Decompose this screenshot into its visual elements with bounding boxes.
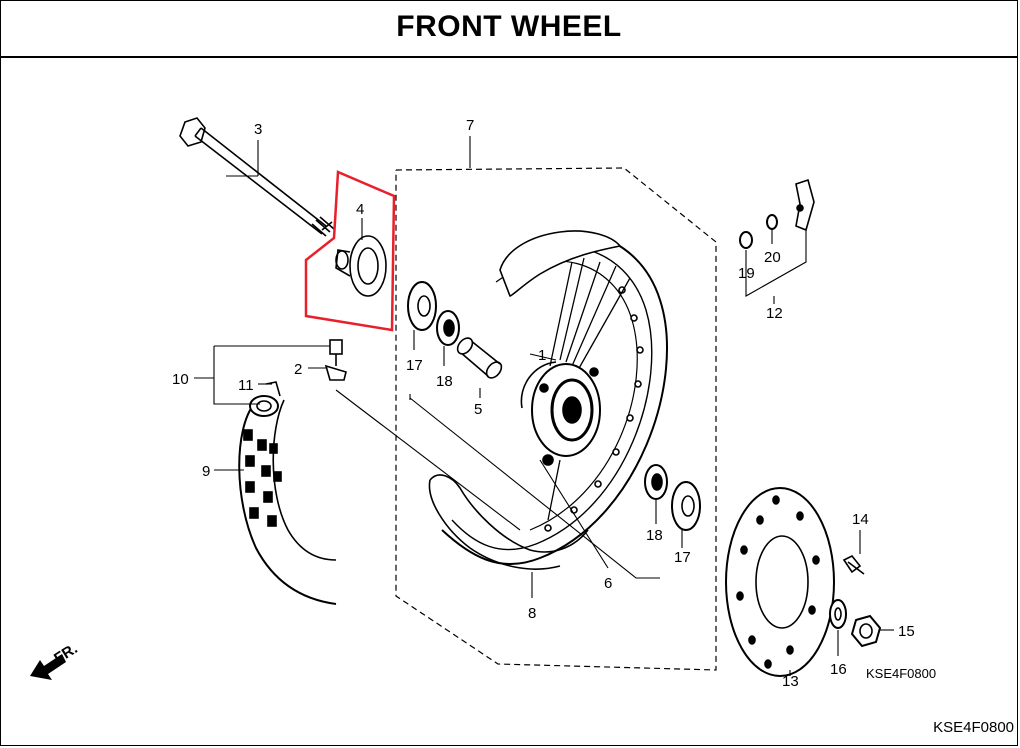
diagram-code-inner: KSE4F0800 [866,666,936,681]
leader-lines [194,136,894,676]
part-spokes[interactable] [547,257,631,521]
callout-20: 20 [764,249,781,266]
diagram-code: KSE4F0800 [933,719,1014,736]
part-bracket-12[interactable] [795,178,815,232]
callout-8: 8 [528,605,536,622]
callout-7: 7 [466,117,474,134]
callout-16: 16 [830,661,847,678]
part-rim-band[interactable] [428,230,622,570]
callout-2: 2 [294,361,302,378]
front-direction-arrow-icon [30,654,66,680]
callout-15: 15 [898,623,915,640]
part-washer[interactable] [829,599,847,629]
callout-17-right: 17 [674,549,691,566]
part-dust-seal-left[interactable] [407,281,437,331]
title-bar: FRONT WHEEL [0,0,1018,58]
callout-18-left: 18 [436,373,453,390]
wheel-assembly-boundary [395,167,717,671]
part-tube[interactable] [249,395,279,417]
callout-13: 13 [782,673,799,690]
callout-3: 3 [254,121,262,138]
callout-12: 12 [766,305,783,322]
page-title: FRONT WHEEL [396,10,622,43]
highlight-box [304,170,396,332]
part-dust-seal-right[interactable] [671,481,701,531]
part-hub[interactable] [520,361,601,466]
callout-19: 19 [738,265,755,282]
part-tire[interactable] [238,399,337,605]
part-spoke-nipple[interactable] [324,339,347,381]
part-washer-20[interactable] [766,214,778,230]
callout-11: 11 [238,377,254,394]
callout-6: 6 [604,575,612,592]
part-bearing-left[interactable] [436,310,460,346]
callout-17-left: 17 [406,357,423,374]
part-side-collar[interactable] [335,235,387,297]
callout-14: 14 [852,511,869,528]
part-disc-bolt[interactable] [842,554,865,575]
callout-18-right: 18 [646,527,663,544]
part-brake-disc[interactable] [725,487,835,677]
part-axle[interactable] [179,117,335,237]
part-axle-nut[interactable] [850,614,882,648]
callout-5: 5 [474,401,482,418]
part-rim-strip[interactable] [265,381,281,397]
callout-9: 9 [202,463,210,480]
callout-1: 1 [538,347,546,364]
callout-10: 10 [172,371,189,388]
part-distance-collar[interactable] [455,335,505,381]
callout-4: 4 [356,201,364,218]
part-bearing-right[interactable] [644,464,668,500]
part-collar-19[interactable] [739,231,753,249]
